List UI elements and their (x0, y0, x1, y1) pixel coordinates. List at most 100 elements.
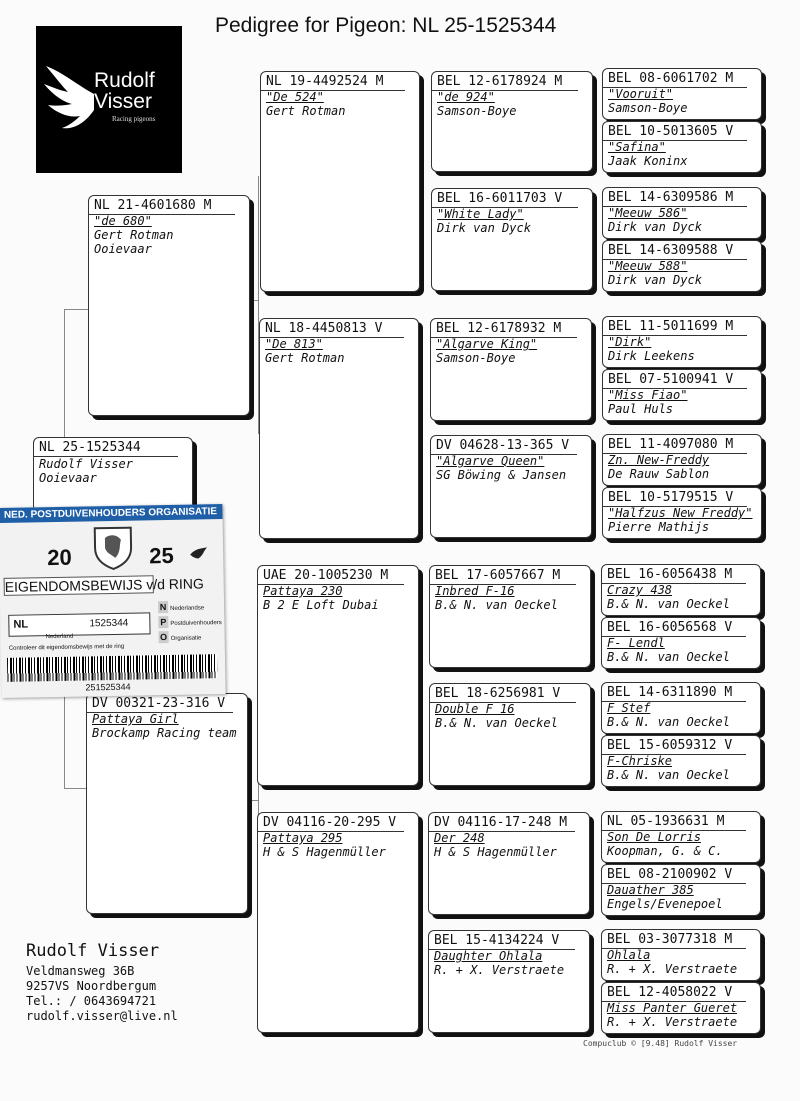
ring-number: BEL 12-6178924 M (432, 72, 578, 91)
ring-number: BEL 16-6056438 M (602, 565, 746, 584)
pigeon-card-subject: NL 25-1525344 Rudolf Visser Ooievaar (33, 437, 193, 512)
logo-subtitle: Racing pigeons (112, 115, 156, 123)
pigeon-name: Inbred F-16 (435, 584, 515, 598)
breeder-name: Gert Rotman (265, 351, 345, 365)
breeder-name: Samson-Boye (437, 104, 517, 118)
breeder-name: B.& N. van Oeckel (435, 598, 558, 612)
connector-line (64, 309, 65, 437)
breeder-contact-name: Rudolf Visser (26, 941, 160, 961)
ring-number: DV 04116-17-248 M (429, 813, 575, 832)
sticker-control-text: Controleer dit eigendomsbewijs met de ri… (8, 643, 125, 652)
ring-number: BEL 07-5100941 V (603, 370, 747, 389)
breeder-name: Gert Rotman (94, 228, 174, 242)
pigeon-card-ss: NL 19-4492524 M "De 524" Gert Rotman (260, 71, 420, 292)
connector-line (258, 176, 259, 434)
pigeon-card-sd: NL 18-4450813 V "De 813" Gert Rotman (259, 318, 419, 539)
breeder-name: Samson-Boye (608, 101, 688, 115)
ring-number: BEL 16-6011703 V (432, 189, 578, 208)
ring-number: BEL 18-6256981 V (430, 684, 576, 703)
pigeon-card-sds: BEL 12-6178932 M "Algarve King" Samson-B… (430, 318, 592, 421)
breeder-name: R. + X. Verstraete (607, 1015, 738, 1029)
breeder-name: Paul Huls (608, 402, 674, 416)
breeder-name: B 2 E Loft Dubai (263, 598, 379, 612)
breeder-name: De Rauw Sablon (608, 467, 710, 481)
pigeon-card-g6: BEL 07-5100941 V "Miss Fiao" Paul Huls (602, 369, 762, 421)
pigeon-card-sdd: DV 04628-13-365 V "Algarve Queen" SG Böw… (430, 435, 592, 538)
ring-number: DV 04116-20-295 V (258, 813, 404, 832)
sticker-year-right: 25 (148, 542, 174, 569)
barcode (6, 654, 218, 682)
pigeon-name: "Algarve Queen" (436, 454, 545, 468)
pigeon-name: Double F 16 (435, 702, 515, 716)
ring-number: BEL 12-4058022 V (602, 983, 746, 1002)
pigeon-name: Son De Lorris (607, 830, 701, 844)
sticker-org: NED. POSTDUIVENHOUDERS ORGANISATIE (0, 504, 223, 523)
pigeon-icon (190, 547, 208, 559)
pigeon-card-ds: UAE 20-1005230 M Pattaya 230 B 2 E Loft … (257, 565, 419, 786)
ring-number: BEL 11-5011699 M (603, 317, 747, 336)
pigeon-card-g9: BEL 16-6056438 M Crazy 438 B.& N. van Oe… (601, 564, 761, 616)
pigeon-card-g14: BEL 08-2100902 V Dauather 385 Engels/Eve… (601, 864, 761, 916)
sticker-country-sub: Nederland (45, 633, 74, 641)
ring-number: NL 19-4492524 M (261, 72, 405, 91)
pigeon-name: Dauather 385 (607, 883, 694, 897)
lion-emblem-icon (93, 526, 133, 571)
pigeon-card-g1: BEL 08-6061702 M "Vooruit" Samson-Boye (602, 68, 762, 120)
pigeon-name: Der 248 (434, 831, 485, 845)
pigeon-name: "de 924" (437, 90, 495, 104)
pigeon-card-sss: BEL 12-6178924 M "de 924" Samson-Boye (431, 71, 593, 172)
pigeon-name: Ohlala (607, 948, 651, 962)
breeder-name: Dirk van Dyck (608, 220, 702, 234)
breeder-extra: Ooievaar (94, 242, 152, 256)
connector-line (64, 788, 86, 789)
breeder-name: B.& N. van Oeckel (607, 597, 730, 611)
pigeon-name: "Miss Fiao" (608, 388, 688, 402)
pigeon-name: Pattaya Girl (92, 712, 179, 726)
ring-number: NL 18-4450813 V (260, 319, 404, 338)
ring-number: BEL 10-5013605 V (603, 122, 747, 141)
footer-credit: Compuclub © [9.48] Rudolf Visser (583, 1039, 738, 1048)
pigeon-card-sire: NL 21-4601680 M "de 680" Gert Rotman Ooi… (88, 195, 250, 416)
connector-line (64, 695, 65, 788)
pigeon-name: "Safina" (608, 140, 666, 154)
breeder-name: Brockamp Racing team (92, 726, 237, 740)
connector-line (64, 309, 89, 310)
logo-name: Rudolf Visser (94, 69, 155, 113)
pigeon-card-g8: BEL 10-5179515 V "Halfzus New Freddy" Pi… (602, 487, 762, 539)
pigeon-card-dsd: BEL 18-6256981 V Double F 16 B.& N. van … (429, 683, 591, 786)
breeder-street: Veldmansweg 36B (26, 964, 135, 978)
breeder-name: H & S Hagenmüller (263, 845, 386, 859)
breeder-name: Koopman, G. & C. (607, 844, 723, 858)
ring-number: NL 25-1525344 (34, 438, 178, 457)
breeder-name: B.& N. van Oeckel (607, 768, 730, 782)
pigeon-card-dam: DV 00321-23-316 V Pattaya Girl Brockamp … (86, 693, 248, 914)
sticker-country: NL (13, 618, 29, 631)
pigeon-name: "Meeuw 586" (608, 206, 688, 220)
pigeon-card-g10: BEL 16-6056568 V F- Lendl B.& N. van Oec… (601, 617, 761, 669)
ring-number: BEL 14-6311890 M (602, 683, 746, 702)
pigeon-card-g2: BEL 10-5013605 V "Safina" Jaak Koninx (602, 121, 762, 173)
pigeon-card-g7: BEL 11-4097080 M Zn. New-Freddy De Rauw … (602, 434, 762, 486)
ring-number: BEL 10-5179515 V (603, 488, 747, 507)
sticker-band: EIGENDOMSBEWIJS v/d RING (3, 575, 204, 596)
pigeon-card-dss: BEL 17-6057667 M Inbred F-16 B.& N. van … (429, 565, 591, 668)
ring-number: BEL 15-4134224 V (429, 931, 575, 950)
breeder-extra: Ooievaar (39, 471, 97, 485)
breeder-name: B.& N. van Oeckel (435, 716, 558, 730)
pigeon-card-g15: BEL 03-3077318 M Ohlala R. + X. Verstrae… (601, 929, 761, 981)
breeder-name: Jaak Koninx (608, 154, 688, 168)
ring-number: NL 21-4601680 M (89, 196, 235, 215)
pigeon-name: F- Lendl (607, 636, 665, 650)
connector-line (252, 800, 259, 801)
breeder-name: Gert Rotman (266, 104, 346, 118)
sticker-ring-number: 1525344 (89, 617, 129, 630)
pigeon-card-g12: BEL 15-6059312 V F-Chriske B.& N. van Oe… (601, 735, 761, 787)
pigeon-card-g16: BEL 12-4058022 V Miss Panter Gueret R. +… (601, 982, 761, 1034)
breeder-name: R. + X. Verstraete (607, 962, 738, 976)
logo: Rudolf Visser Racing pigeons (36, 26, 182, 173)
ring-number: DV 00321-23-316 V (87, 694, 233, 713)
breeder-name: SG Böwing & Jansen (436, 468, 567, 482)
breeder-name: B.& N. van Oeckel (607, 715, 730, 729)
ring-number: BEL 03-3077318 M (602, 930, 746, 949)
